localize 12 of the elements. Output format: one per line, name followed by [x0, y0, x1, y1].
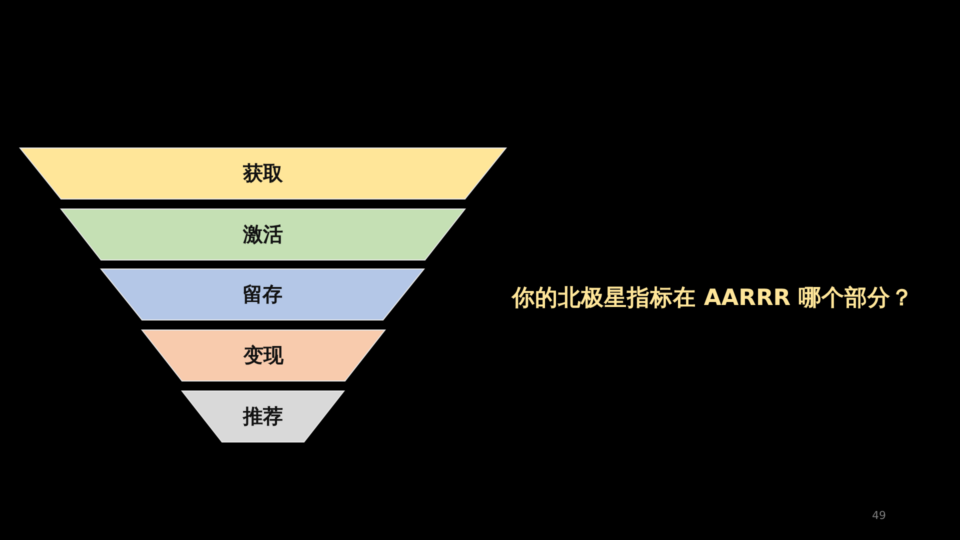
stage-label: 变现	[244, 342, 284, 369]
stage-label: 获取	[243, 160, 283, 187]
page-number: 49	[872, 509, 886, 522]
funnel-stage	[101, 269, 424, 320]
stage-label: 推荐	[243, 403, 283, 430]
stage-label: 激活	[243, 221, 283, 248]
funnel-stage	[61, 209, 465, 260]
stage-label: 留存	[242, 281, 282, 308]
funnel-stage	[182, 391, 344, 442]
funnel-stage	[20, 148, 506, 199]
funnel-stage	[142, 330, 385, 381]
question-text: 你的北极星指标在 AARRR 哪个部分？	[512, 284, 914, 313]
